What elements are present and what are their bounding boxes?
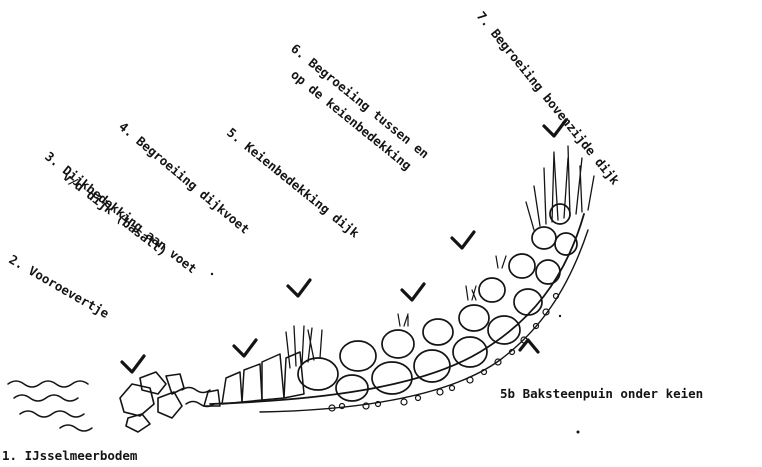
- between-stones-vegetation: [398, 256, 506, 326]
- arrow-baksteenpuin: [520, 340, 538, 352]
- label-ijsselmeerbodem: 1. IJsselmeerbodem: [2, 448, 138, 463]
- foreshore-stones: [120, 372, 184, 432]
- arrow-keien: [402, 284, 424, 300]
- label-basalt: v/d dijk (basalt): [60, 169, 170, 260]
- scan-specks: [211, 273, 580, 434]
- arrow-tussen: [452, 232, 474, 248]
- dike-slope-underside: [260, 230, 588, 412]
- label-begroeiing-bovenzijde: 7. Begroeiing bovenzijde dijk: [474, 8, 623, 187]
- dike-slope-outline: [210, 214, 584, 404]
- label-begroeiing-tussen: 6. Begroeiing tussen en: [288, 41, 432, 162]
- pointer-arrows: [122, 120, 566, 372]
- arrow-vooroevertje: [122, 356, 144, 372]
- arrow-dijkvoet: [288, 280, 310, 296]
- label-vooroevertje: 2. Vooroevertje: [7, 252, 113, 322]
- label-baksteenpuin: 5b Baksteenpuin onder keien: [500, 386, 703, 401]
- arrow-basalt: [234, 340, 256, 356]
